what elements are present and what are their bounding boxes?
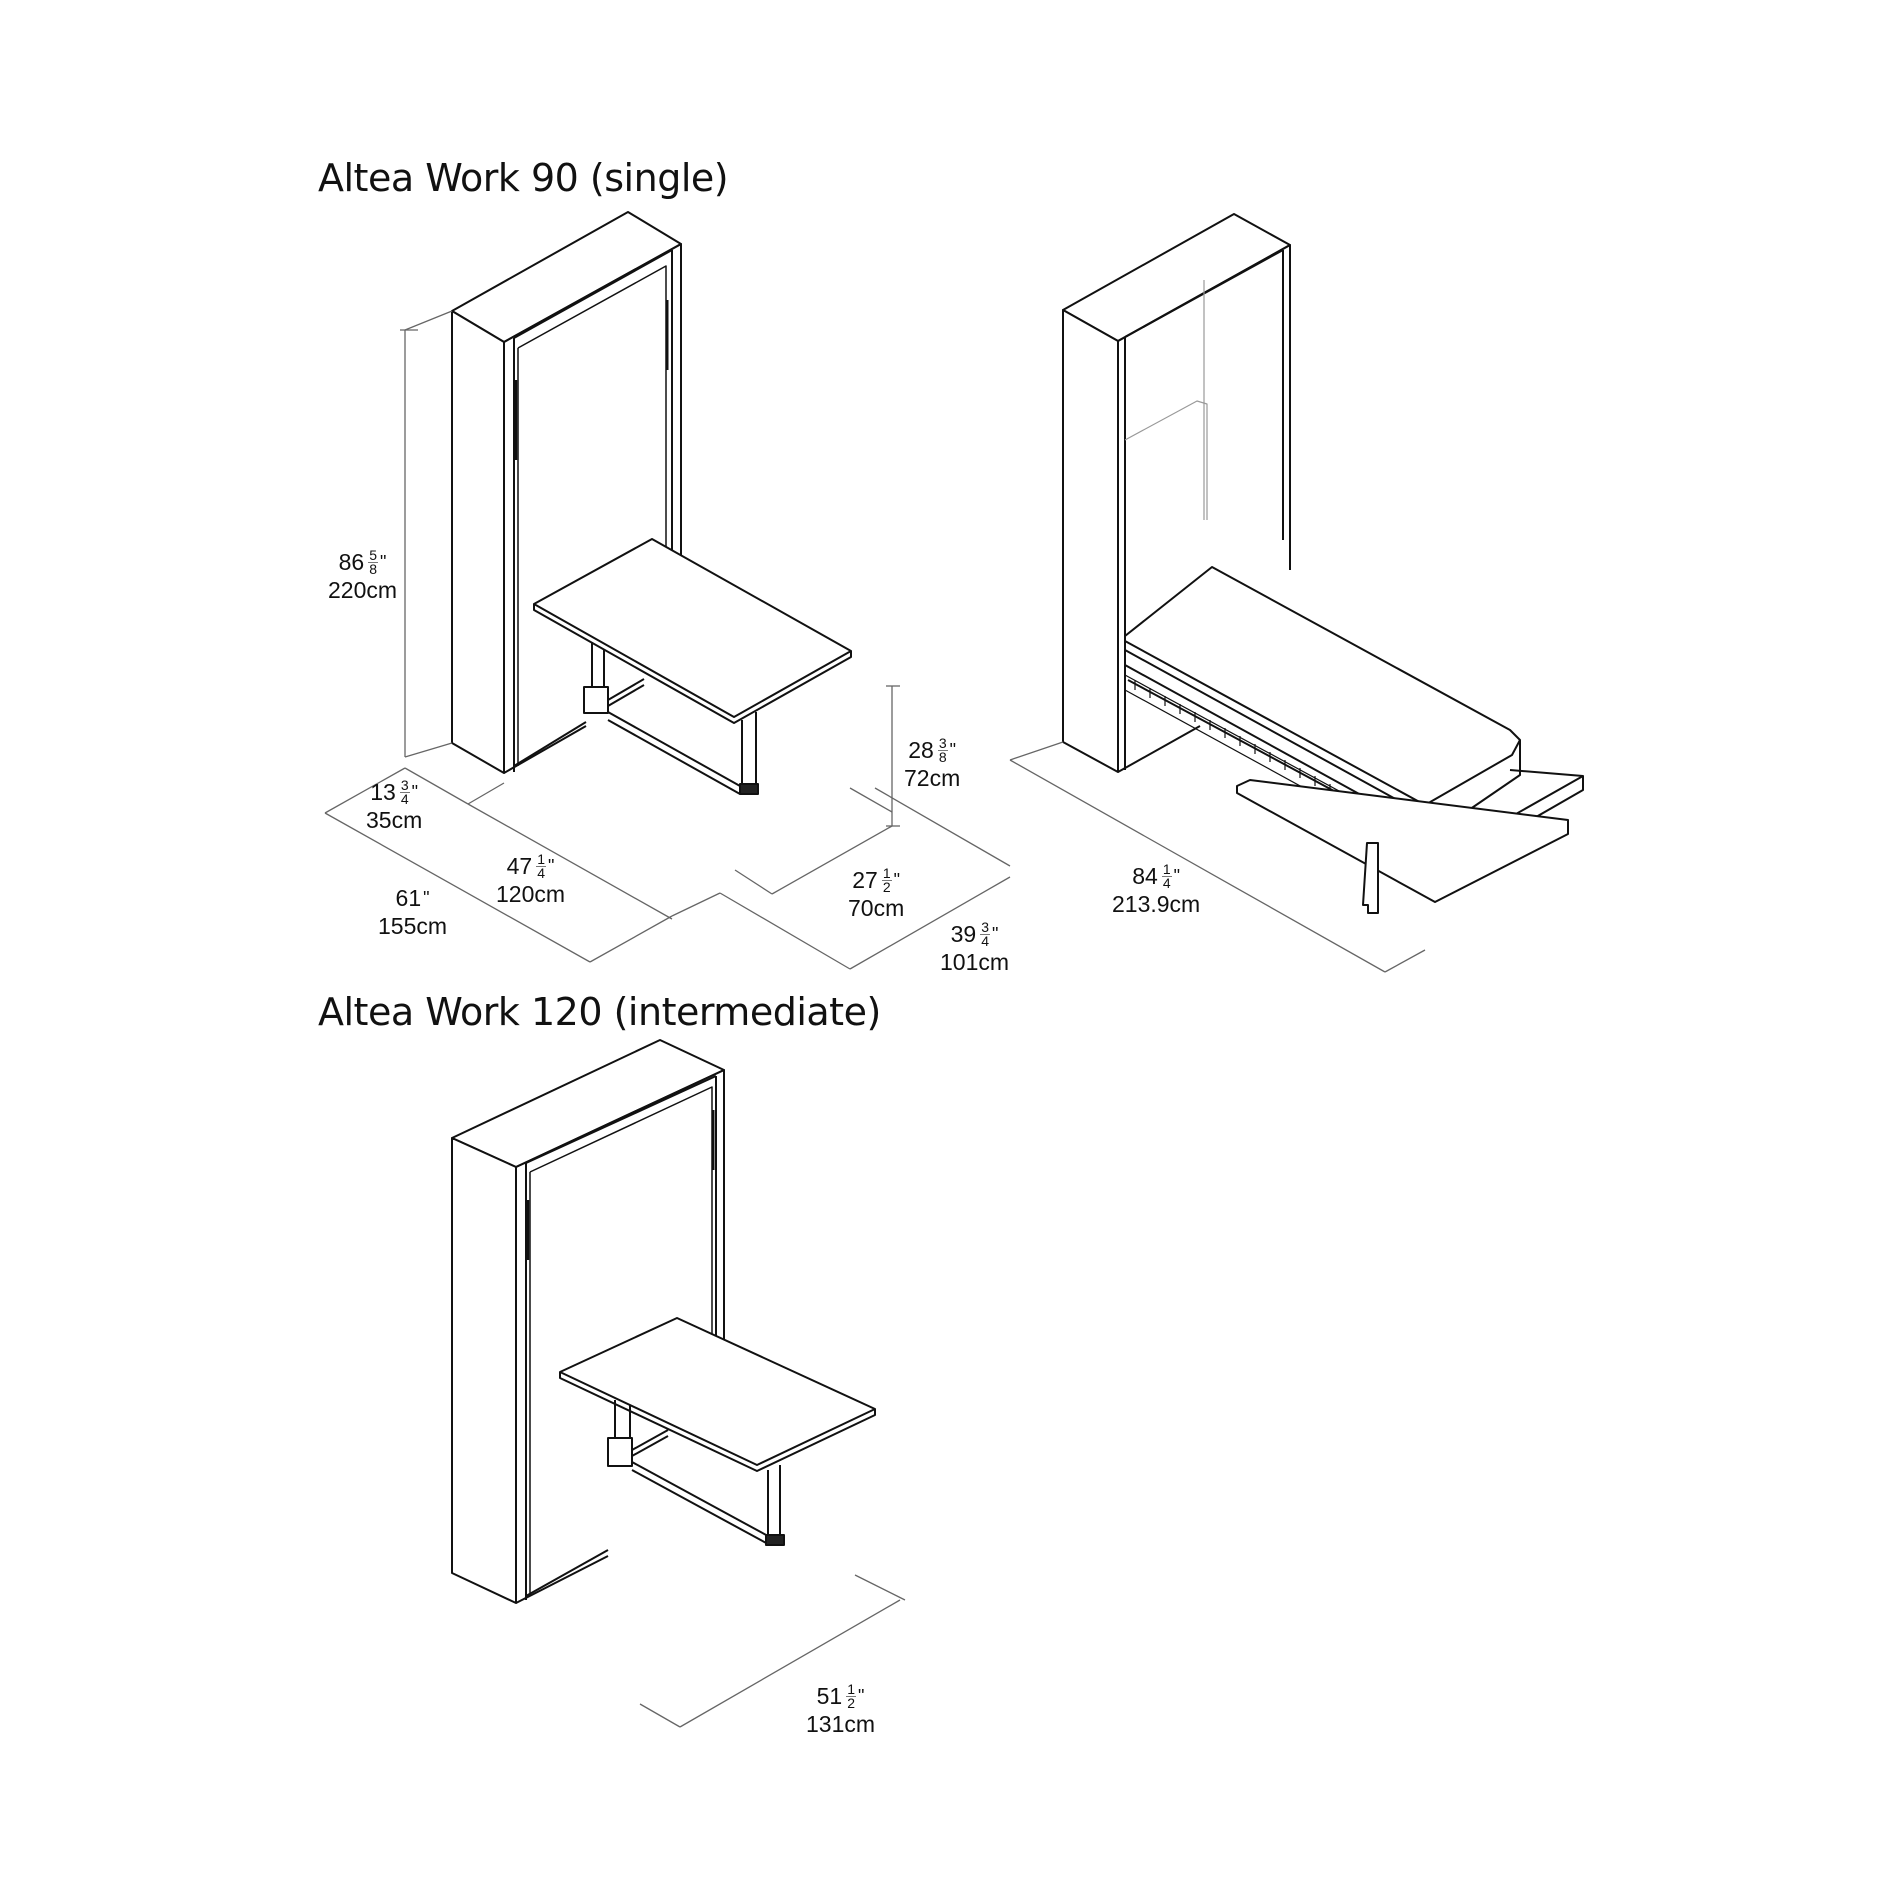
figure-2-title: Altea Work 120 (intermediate): [318, 990, 881, 1034]
cabinet-120-closed-with-desk: [451, 1039, 876, 1604]
dim-total-width: 61" 155cm: [378, 885, 448, 939]
cabinet-90-bed-open: [1062, 213, 1584, 914]
cabinet-90-closed-with-desk: [451, 211, 852, 795]
dimension-lines-bed: [1009, 741, 1426, 973]
figure-1-title: Altea Work 90 (single): [318, 156, 729, 200]
dimension-lines-90: [324, 310, 1011, 970]
dimension-lines-120: [639, 1574, 906, 1728]
